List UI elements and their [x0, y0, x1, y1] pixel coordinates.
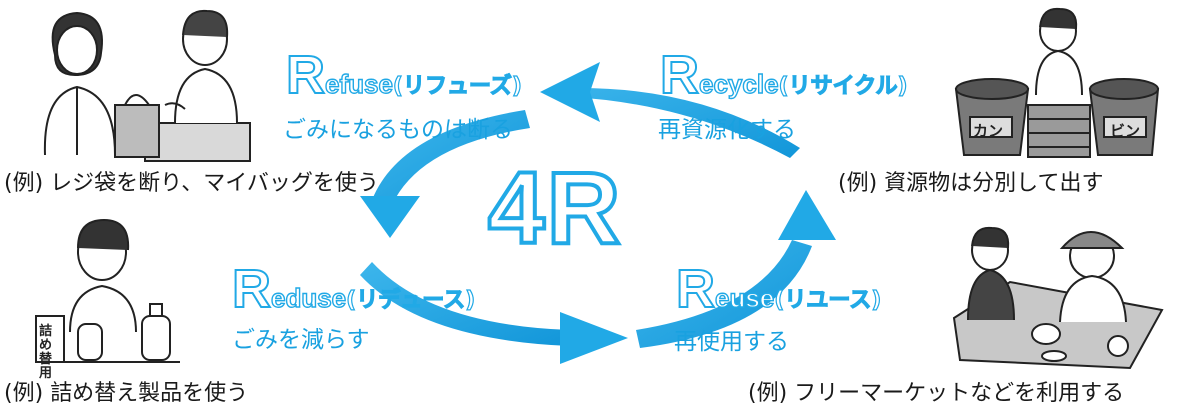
- refill-tag: 詰め替用: [39, 324, 53, 381]
- shopping-illustration: [43, 9, 251, 162]
- reduse-jp: (リデュース): [346, 287, 476, 313]
- arrow-top-head: [540, 62, 600, 122]
- arrow-left-head: [360, 196, 420, 238]
- reduse-rest: eduse: [270, 282, 347, 313]
- bin-label-bottle: ビン: [1110, 122, 1141, 140]
- refill-illustration: [35, 218, 180, 363]
- bin-label-can: カン: [973, 122, 1004, 140]
- reduse-title: Reduse(リデュース): [231, 259, 476, 319]
- arrow-right-head: [778, 190, 836, 240]
- refuse-initial: R: [285, 45, 326, 105]
- reuse-jp: (リユース): [774, 287, 882, 313]
- flea-market-illustration: [952, 226, 1164, 370]
- arrow-right: [636, 240, 812, 348]
- refuse-caption: (例) レジ袋を断り、マイバッグを使う: [4, 171, 379, 196]
- reuse-caption: (例) フリーマーケットなどを利用する: [748, 381, 1125, 406]
- recycle-rest: ecycle: [698, 68, 779, 99]
- reuse-desc: 再使用する: [674, 329, 789, 355]
- recycle-desc: 再資源化する: [658, 117, 796, 143]
- recycle-jp: (リサイクル): [778, 73, 908, 99]
- recycle-initial: R: [659, 45, 700, 105]
- reuse-title: Reuse(リユース): [675, 259, 882, 319]
- reuse-rest: euse: [714, 282, 775, 313]
- refuse-jp: (リフューズ): [392, 73, 522, 99]
- arrow-bottom: [360, 262, 570, 346]
- reduse-initial: R: [231, 259, 272, 319]
- refuse-rest: efuse: [324, 68, 393, 99]
- reuse-initial: R: [675, 259, 716, 319]
- recycle-title: Recycle(リサイクル): [659, 45, 908, 105]
- refuse-desc: ごみになるものは断る: [283, 117, 513, 143]
- recycle-caption: (例) 資源物は分別して出す: [838, 171, 1104, 196]
- reduse-desc: ごみを減らす: [232, 327, 370, 353]
- center-label: 4R: [486, 149, 623, 267]
- reduse-caption: (例) 詰め替え製品を使う: [4, 381, 249, 406]
- refuse-title: Refuse(リフューズ): [285, 45, 523, 105]
- arrow-bottom-head: [560, 312, 628, 364]
- arrow-left: [372, 110, 530, 205]
- recycling-illustration: [954, 7, 1160, 158]
